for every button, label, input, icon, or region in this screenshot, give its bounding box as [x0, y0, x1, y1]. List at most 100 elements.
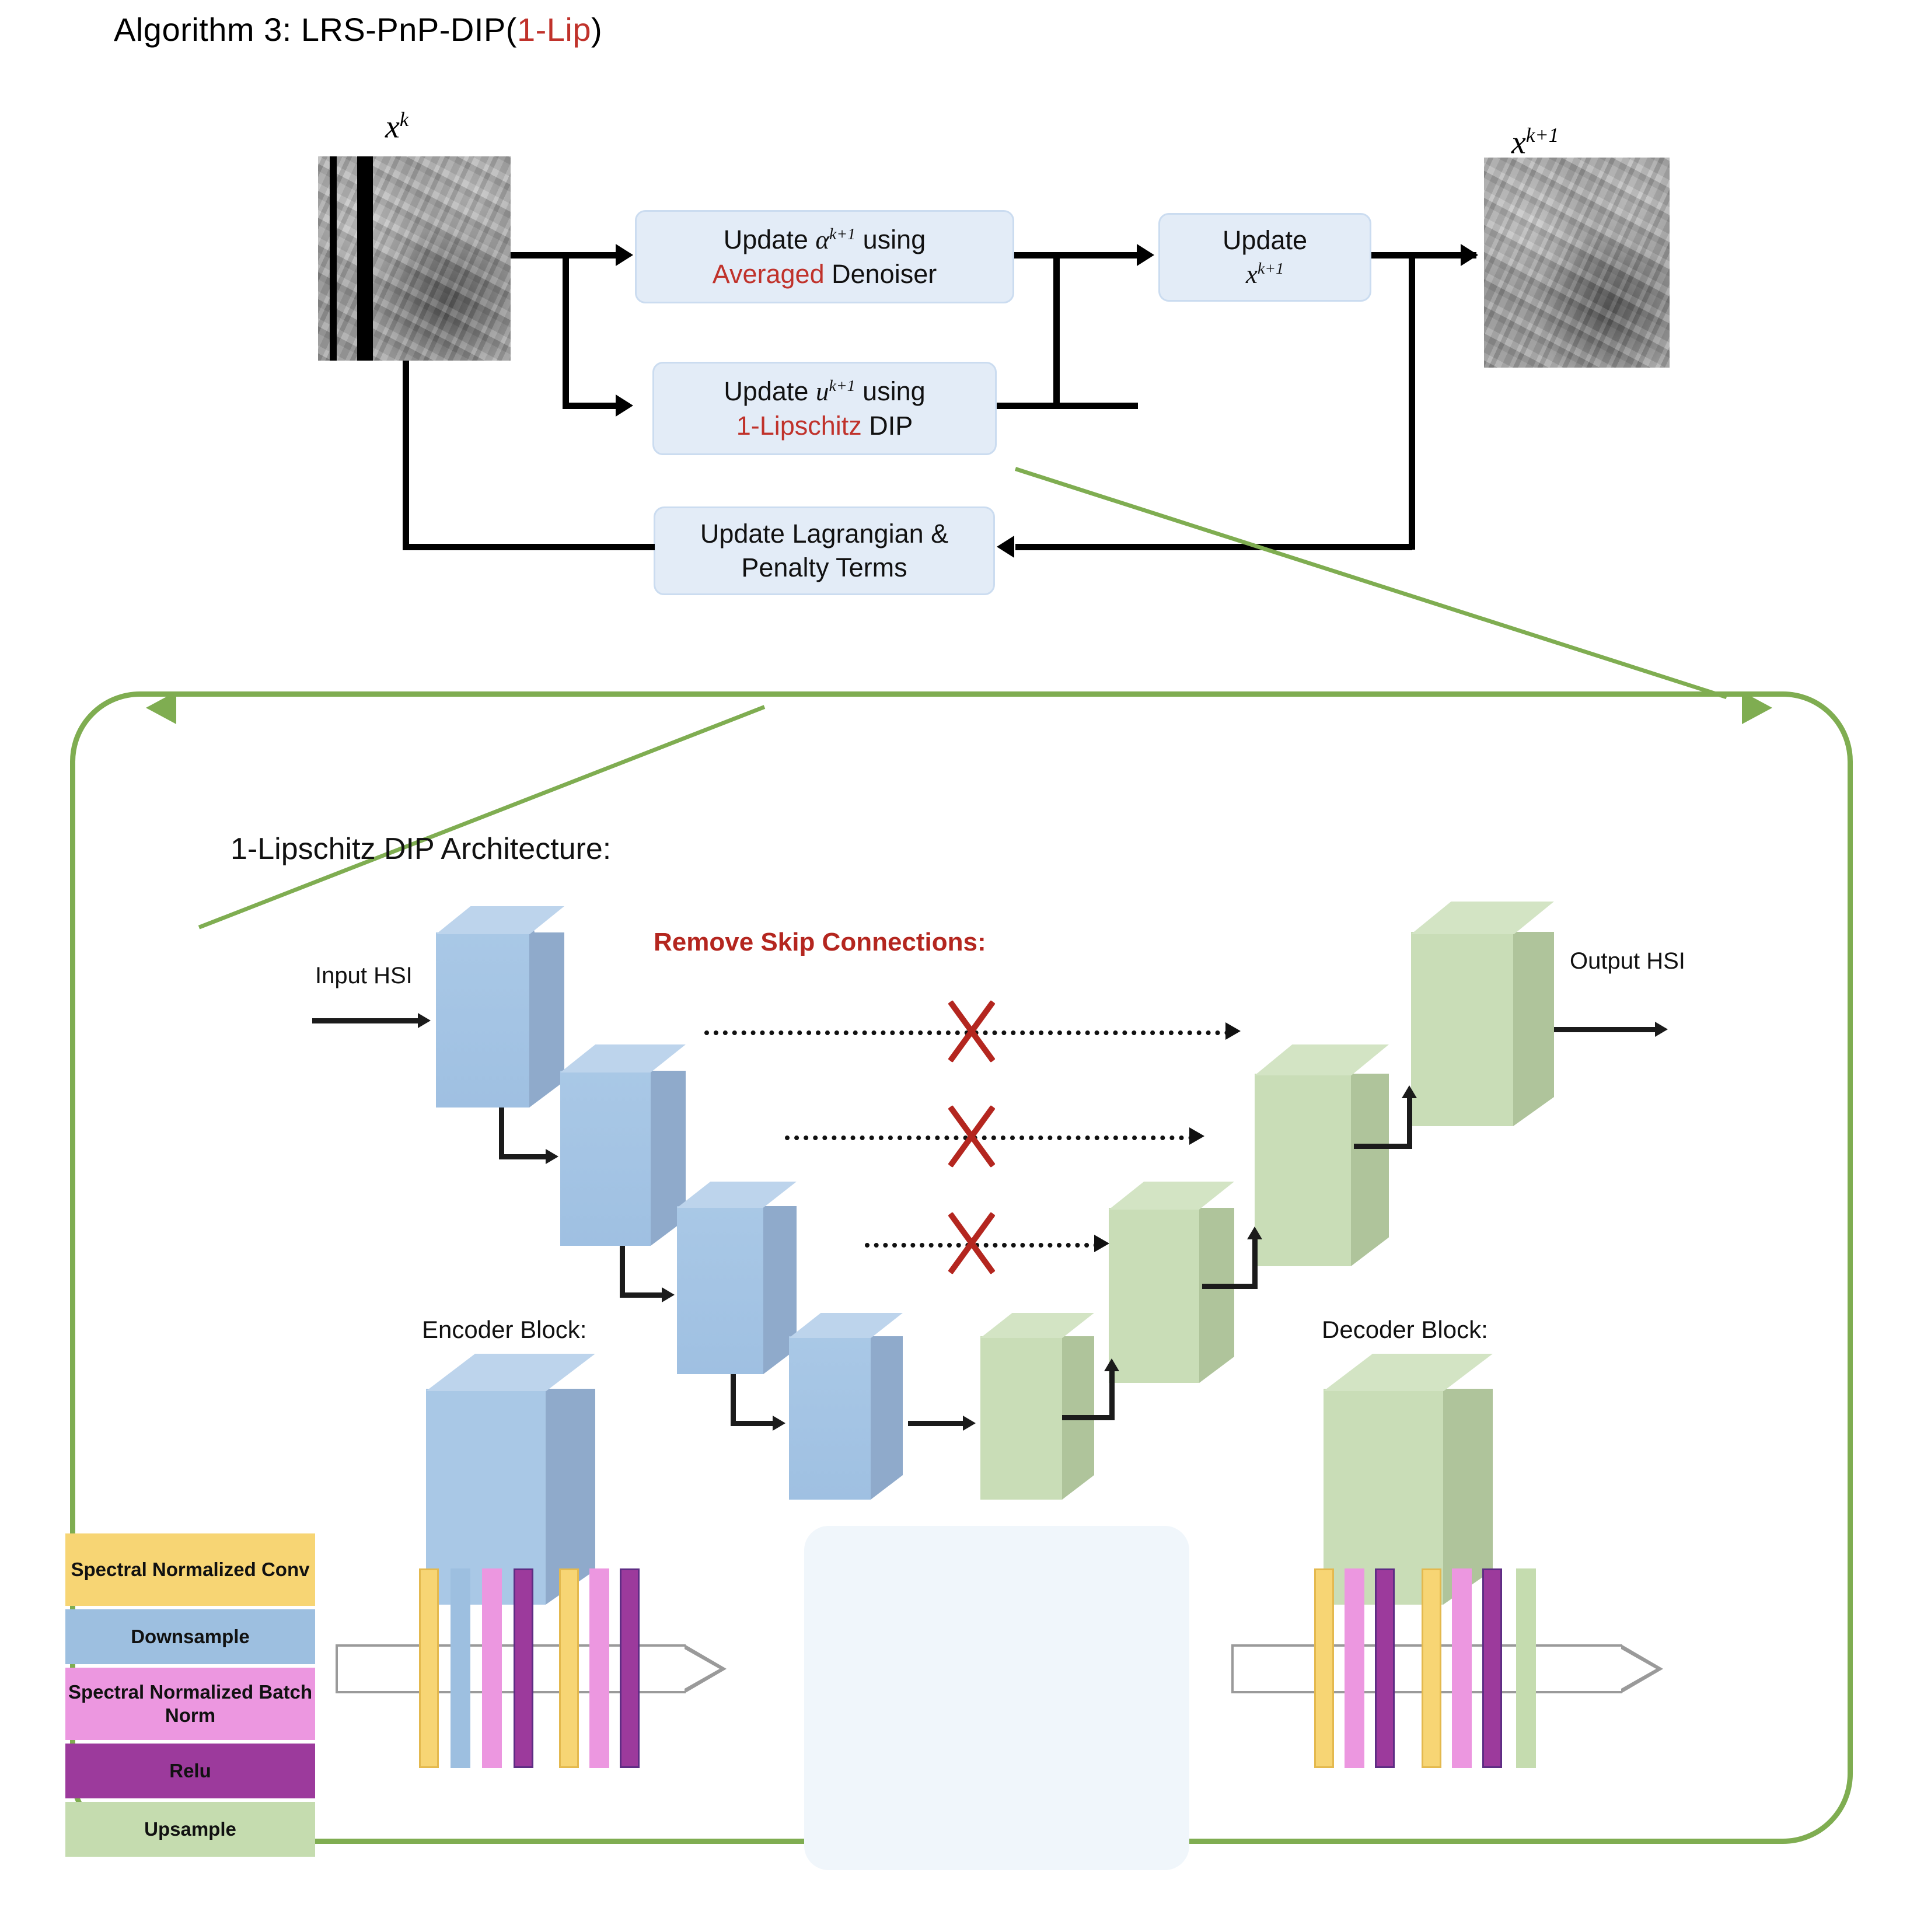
- update-lagrangian-box[interactable]: Update Lagrangian & Penalty Terms: [654, 506, 995, 595]
- skip-x-mark-2: [945, 1100, 998, 1173]
- remove-skip-connections-label: Remove Skip Connections:: [654, 928, 986, 956]
- flow-arrow-alpha-out: [1014, 252, 1138, 258]
- flow-arrow-feedback-down: [1409, 252, 1415, 550]
- dip-output-arrowhead: [1655, 1022, 1668, 1037]
- legend-item-downsample: Downsample: [65, 1609, 315, 1664]
- legend-item-upsample: Upsample: [65, 1802, 315, 1857]
- flow-arrow-input-out: [511, 252, 569, 258]
- callout-line-right: [1014, 467, 1727, 700]
- output-hsi-label: Output HSI: [1570, 948, 1685, 974]
- flow-arrow-lagrangian-left: [403, 544, 655, 550]
- u-box-rest: DIP: [861, 410, 913, 441]
- flow-arrow-to-u: [563, 403, 618, 409]
- encoder-arrow-2-h: [620, 1292, 665, 1298]
- legend-label-4: Upsample: [144, 1818, 236, 1840]
- flow-arrow-split-vertical: [563, 252, 569, 408]
- u-box-red: 1-Lipschitz: [736, 410, 862, 441]
- flow-arrowhead-to-output: [1461, 244, 1478, 266]
- encoder-block-cube: [426, 1354, 595, 1605]
- decoder-arrow-2-h: [1202, 1284, 1258, 1289]
- bottleneck-arrow-line: [908, 1421, 966, 1426]
- encoder-layer-spectral-normalized-batch-norm-2: [589, 1568, 609, 1768]
- page-title-highlight: 1-Lip: [516, 11, 591, 48]
- encoder-arrow-3-v: [731, 1374, 736, 1426]
- output-hsi-thumbnail: [1484, 158, 1670, 368]
- alpha-box-post: using: [856, 224, 926, 254]
- dip-input-arrowhead: [418, 1013, 431, 1028]
- flow-arrow-merge-vertical: [1053, 252, 1060, 408]
- encoder-layer-downsample: [451, 1568, 470, 1768]
- update-x-box[interactable]: Update xk+1: [1158, 213, 1371, 302]
- decoder-arrow-1-v: [1109, 1370, 1115, 1419]
- encoder-layer-spectral-normalized-conv-1: [419, 1568, 439, 1768]
- encoder-block-label: Encoder Block:: [422, 1316, 587, 1343]
- page-title: Algorithm 3: LRS-PnP-DIP(1-Lip): [114, 11, 602, 48]
- decoder-block-cube: [1324, 1354, 1493, 1605]
- page-title-suffix: ): [591, 11, 603, 48]
- encoder-layer-relu-1: [514, 1568, 533, 1768]
- alpha-box-red: Averaged: [712, 258, 825, 289]
- callout-arrowhead-left: [146, 691, 176, 724]
- encoder-layer-spectral-normalized-batch-norm-1: [482, 1568, 502, 1768]
- legend-label-2: Spectral Normalized Batch Norm: [68, 1681, 313, 1726]
- flow-arrowhead-to-lagrangian: [997, 536, 1014, 558]
- encoder-arrow-3-h: [731, 1421, 776, 1426]
- encoder-arrowhead-3: [773, 1416, 785, 1431]
- skip-connection-arrowhead-1: [1225, 1022, 1241, 1040]
- decoder-block-label: Decoder Block:: [1322, 1316, 1488, 1343]
- flow-arrowhead-to-x: [1137, 244, 1154, 266]
- flow-arrow-u-out: [997, 403, 1138, 409]
- x-box-line1: Update: [1222, 225, 1308, 255]
- encoder-layer-spectral-normalized-conv-2: [559, 1568, 579, 1768]
- decoder-flow-arrow: [1231, 1644, 1663, 1693]
- encoder-cube-4: [789, 1313, 903, 1500]
- u-box-var: u: [815, 376, 829, 406]
- decoder-cube-3: [1255, 1044, 1389, 1266]
- decoder-arrowhead-2: [1247, 1227, 1262, 1239]
- input-hsi-label: Input HSI: [315, 963, 413, 988]
- skip-connection-arrowhead-3: [1094, 1235, 1109, 1252]
- flow-arrow-lagrangian-up: [403, 361, 409, 550]
- decoder-cube-1: [980, 1313, 1094, 1500]
- decoder-layer-spectral-normalized-batch-norm-1: [1345, 1568, 1364, 1768]
- update-u-box[interactable]: Update uk+1 using 1-Lipschitz DIP: [652, 362, 997, 455]
- decoder-layer-relu-2: [1482, 1568, 1502, 1768]
- decoder-layer-spectral-normalized-conv-1: [1314, 1568, 1334, 1768]
- encoder-flow-arrow: [336, 1644, 727, 1693]
- input-image-label: xk: [385, 108, 409, 145]
- decoder-arrowhead-3: [1402, 1085, 1417, 1098]
- flow-arrow-to-alpha: [563, 252, 618, 258]
- decoder-arrow-3-v: [1407, 1097, 1412, 1148]
- decoder-arrow-3-h: [1354, 1144, 1412, 1149]
- u-box-sup: k+1: [829, 376, 856, 395]
- u-box-post: using: [855, 376, 926, 406]
- skip-connection-line-2: [785, 1136, 1193, 1140]
- legend-label-3: Relu: [169, 1760, 211, 1782]
- lagrangian-line2: Penalty Terms: [741, 553, 907, 582]
- flow-arrow-feedback-left: [1015, 544, 1412, 550]
- decoder-arrowhead-1: [1104, 1358, 1119, 1371]
- skip-x-mark-1: [945, 995, 998, 1068]
- skip-x-mark-3: [945, 1207, 998, 1280]
- update-alpha-box[interactable]: Update αk+1 using Averaged Denoiser: [635, 210, 1014, 303]
- legend-item-spectral-normalized-batch-norm: Spectral Normalized Batch Norm: [65, 1668, 315, 1740]
- alpha-box-pre: Update: [723, 224, 816, 254]
- alpha-box-var: α: [815, 225, 829, 254]
- x-box-sup: k+1: [1257, 259, 1284, 278]
- dip-output-arrow-line: [1552, 1027, 1657, 1032]
- decoder-cube-2: [1109, 1182, 1234, 1383]
- encoder-arrowhead-1: [546, 1149, 558, 1164]
- legend-label-1: Downsample: [131, 1626, 250, 1648]
- decoder-layer-spectral-normalized-batch-norm-2: [1452, 1568, 1472, 1768]
- decoder-cube-4: [1411, 902, 1554, 1126]
- input-hsi-thumbnail: [318, 156, 511, 361]
- encoder-arrow-1-v: [499, 1108, 504, 1159]
- x-box-var: x: [1245, 259, 1258, 289]
- flow-arrowhead-to-u: [616, 394, 633, 417]
- decoder-arrow-2-v: [1252, 1238, 1258, 1288]
- legend-label-0: Spectral Normalized Conv: [71, 1559, 310, 1581]
- decoder-layer-upsample: [1516, 1568, 1536, 1768]
- alpha-box-sup: k+1: [829, 225, 856, 243]
- encoder-arrow-1-h: [499, 1154, 549, 1159]
- legend-item-relu: Relu: [65, 1744, 315, 1798]
